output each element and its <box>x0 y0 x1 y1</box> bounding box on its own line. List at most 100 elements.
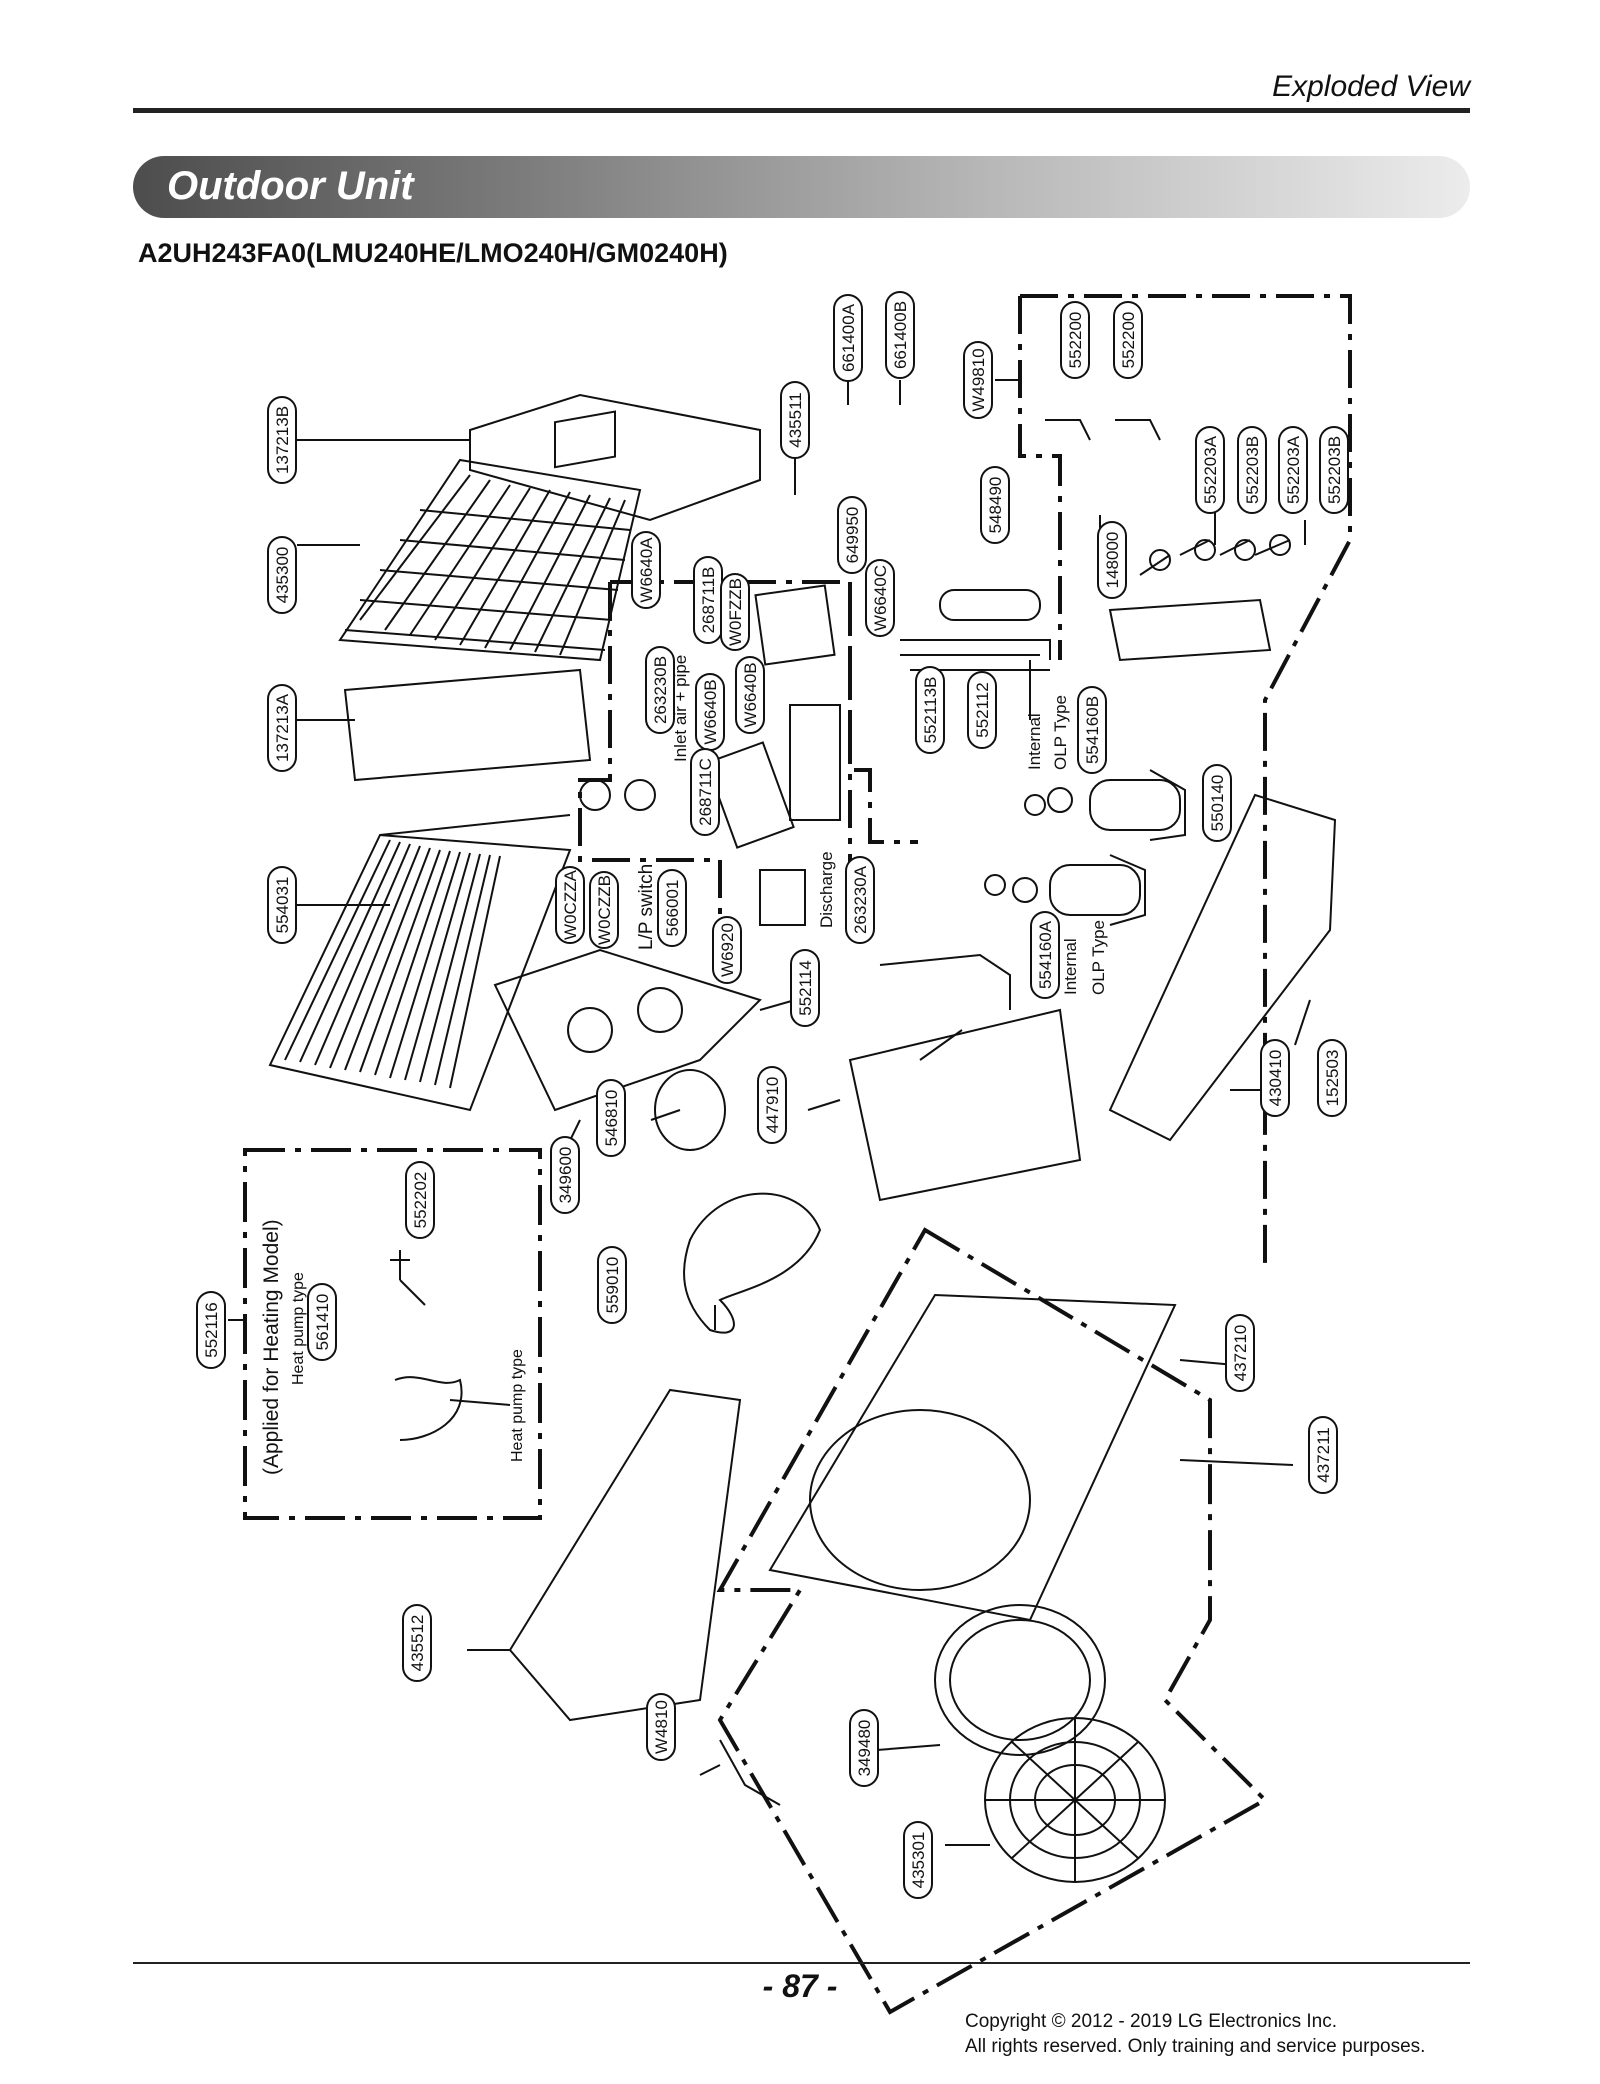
part-callout-frame <box>196 1291 226 1369</box>
part-callout-frame <box>885 291 915 379</box>
part-callout: W49810 <box>963 341 993 419</box>
note-internal-a: Internal <box>1061 938 1080 995</box>
part-number-label: 263230B <box>651 656 670 724</box>
part-callout-frame <box>267 684 297 772</box>
part-callout: 137213B <box>267 396 297 484</box>
part-number-label: 552203A <box>1201 435 1220 504</box>
part-number-label: 137213B <box>273 406 292 474</box>
part-callout-frame <box>1077 686 1107 774</box>
part-callout-frame <box>849 1709 879 1787</box>
side-panel <box>508 1388 742 1722</box>
part-callout-frame <box>980 466 1010 544</box>
part-callout-frame <box>1237 426 1267 514</box>
part-callout-frame <box>631 531 661 609</box>
part-callout: 552112 <box>967 671 997 749</box>
part-callout-frame <box>267 536 297 614</box>
part-callout-frame <box>915 666 945 754</box>
part-callout-frame <box>597 1246 627 1324</box>
copyright-line2: All rights reserved. Only training and s… <box>965 2036 1426 2057</box>
part-callout: 554031 <box>267 866 297 944</box>
bracket <box>719 1739 781 1806</box>
note-applied-heating: (Applied for Heating Model) <box>260 1219 283 1475</box>
part-callout: W6920 <box>712 916 742 984</box>
part-callout-frame <box>1030 911 1060 999</box>
part-callout-frame <box>646 1693 676 1761</box>
motor-mount <box>493 948 762 1112</box>
part-number-label: W6640B <box>741 662 760 727</box>
part-number-label: W0CZZB <box>595 875 614 945</box>
part-number-label: 148000 <box>1103 532 1122 589</box>
part-callout-frame <box>845 856 875 944</box>
reversing-pipe <box>879 953 1011 1010</box>
part-callout: 552200 <box>1060 301 1090 379</box>
part-callout-frame <box>963 341 993 419</box>
part-callout-frame <box>555 866 585 944</box>
base-pan <box>1108 793 1337 1142</box>
part-callout-frame <box>1060 301 1090 379</box>
part-callout-frame <box>267 396 297 484</box>
part-number-label: W4810 <box>652 1700 671 1754</box>
part-number-label: W6640A <box>637 537 656 603</box>
section-banner: Outdoor Unit <box>133 156 1470 218</box>
part-callout-frame <box>1195 426 1225 514</box>
part-callout-frame <box>720 573 750 651</box>
top-panel <box>469 393 761 522</box>
part-callout-frame <box>307 1283 337 1361</box>
part-callout-frame <box>1308 1416 1338 1494</box>
part-callout: 435512 <box>402 1604 432 1682</box>
part-number-label: 263230A <box>851 865 870 934</box>
valve-group-boundary <box>1020 294 1352 1270</box>
part-number-label: 661400B <box>891 301 910 369</box>
part-callout: 137213A <box>267 684 297 772</box>
part-number-label: 554031 <box>273 877 292 934</box>
part-callout-frame <box>1202 764 1232 842</box>
part-callout-frame <box>780 381 810 459</box>
part-callout-frame <box>405 1161 435 1239</box>
part-callout: W6640C <box>865 559 895 637</box>
orifice-ring <box>934 1604 1106 1756</box>
part-number-label: W6920 <box>718 923 737 977</box>
part-number-label: 561410 <box>313 1294 332 1351</box>
model-title: A2UH243FA0(LMU240HE/LMO240H/GM0240H) <box>138 238 728 268</box>
part-number-label: 349480 <box>855 1720 874 1777</box>
part-callout: 546810 <box>596 1079 626 1157</box>
flare-nut-b <box>1115 419 1161 441</box>
part-callout: 566001 <box>657 869 687 947</box>
part-callout: W0FZZB <box>720 573 750 651</box>
part-callout-frame <box>967 671 997 749</box>
copyright-line1: Copyright © 2012 - 2019 LG Electronics I… <box>965 2011 1338 2032</box>
part-number-label: 554160B <box>1083 696 1102 764</box>
accumulator <box>939 589 1041 621</box>
note-lp-switch: L/P switch <box>636 864 657 950</box>
part-callout-frame <box>790 949 820 1027</box>
part-number-label: 437211 <box>1314 1427 1333 1482</box>
bottom-rule <box>133 1962 1470 1964</box>
part-callout: 437210 <box>1225 1314 1255 1392</box>
part-number-label: 649950 <box>843 507 862 564</box>
part-number-label: 435511 <box>786 392 805 447</box>
part-callout-frame <box>1113 301 1143 379</box>
note-internal-b: Internal <box>1025 713 1044 770</box>
part-number-label: 152503 <box>1323 1050 1342 1107</box>
service-valves <box>1108 534 1291 662</box>
part-callout: 552203B <box>1237 426 1267 514</box>
note-inlet-air-pipe: Inlet air + pipe <box>671 655 690 762</box>
part-number-label: W0FZZB <box>726 578 745 646</box>
part-callout: 349600 <box>550 1136 580 1214</box>
part-callout: 552203B <box>1319 426 1349 514</box>
part-number-label: 437210 <box>1231 1325 1250 1382</box>
part-callout-frame <box>589 871 619 949</box>
part-callout-frame <box>1225 1314 1255 1392</box>
part-number-label: 548490 <box>986 477 1005 534</box>
part-callout: 561410 <box>307 1283 337 1361</box>
part-callout-frame <box>402 1604 432 1682</box>
partition-panel <box>848 1008 1082 1202</box>
compressor-a <box>984 854 1146 926</box>
part-callout: 263230B <box>645 646 675 734</box>
part-number-label: 661400A <box>839 303 858 372</box>
base-panel-upper <box>343 668 592 782</box>
part-callout-frame <box>1260 1039 1290 1117</box>
part-callout: 552116 <box>196 1291 226 1369</box>
part-callout: 552203A <box>1195 426 1225 514</box>
